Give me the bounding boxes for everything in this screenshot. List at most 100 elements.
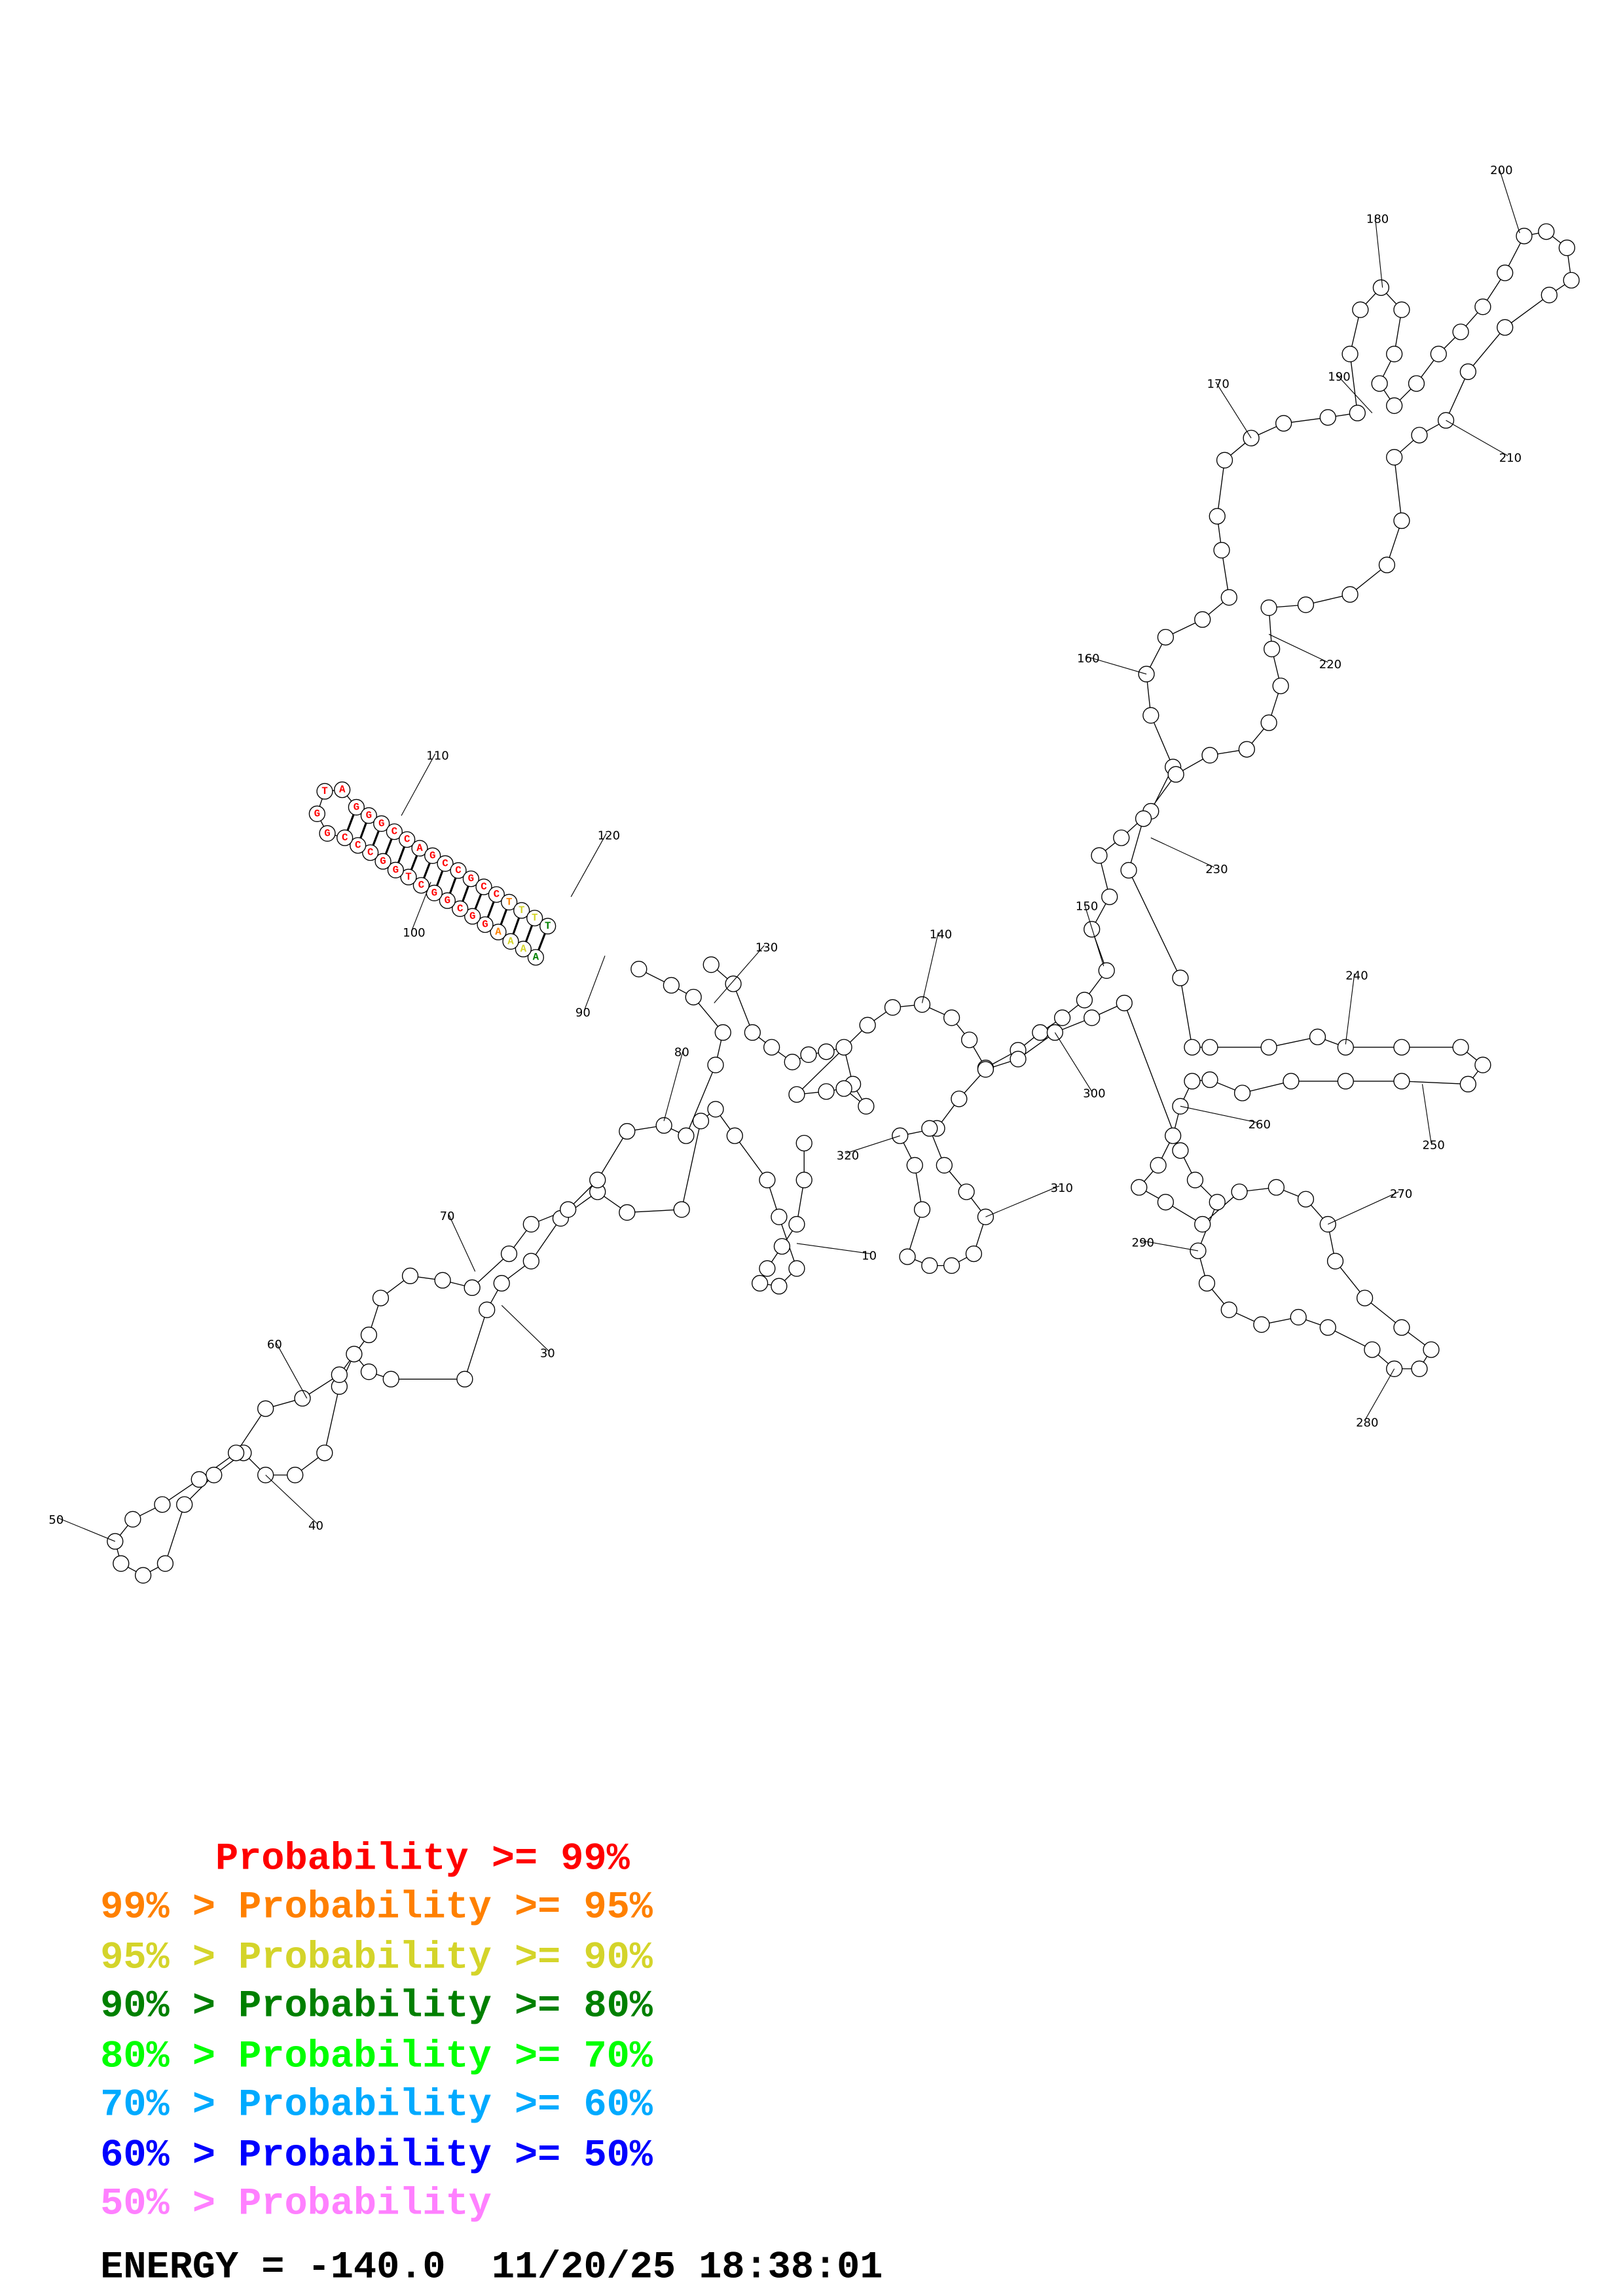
nucleotide xyxy=(490,924,507,941)
nucleotide xyxy=(1231,1183,1248,1200)
nucleotide xyxy=(1352,301,1369,318)
nucleotide xyxy=(726,1127,743,1144)
nucleotide xyxy=(1142,707,1159,724)
legend-line-below-50: 50% > Probability xyxy=(100,2182,492,2226)
nucleotide-base: G xyxy=(314,808,320,819)
position-label: 280 xyxy=(1356,1416,1378,1429)
nucleotide-base: A xyxy=(507,935,514,947)
position-label: 140 xyxy=(930,927,952,941)
nucleotide xyxy=(630,961,647,978)
nucleotide-base: C xyxy=(392,826,398,838)
nucleotide xyxy=(977,1061,994,1078)
nucleotide xyxy=(1326,1253,1344,1270)
nucleotide xyxy=(619,1204,636,1221)
nucleotide xyxy=(906,1157,923,1174)
position-label: 90 xyxy=(575,1006,591,1020)
nucleotide xyxy=(943,1257,960,1274)
label-leader-line xyxy=(1215,382,1252,439)
nucleotide xyxy=(884,999,902,1016)
nucleotide xyxy=(1309,1028,1326,1045)
nucleotide xyxy=(685,988,702,1006)
nucleotide-base: A xyxy=(495,926,501,938)
nucleotide xyxy=(1010,1050,1027,1067)
nucleotide xyxy=(1337,1073,1354,1090)
nucleotide xyxy=(1297,596,1315,613)
nucleotide xyxy=(450,862,467,879)
nucleotide xyxy=(1157,1194,1174,1211)
nucleotide-base: C xyxy=(367,847,374,859)
nucleotide xyxy=(362,844,379,861)
position-label: 320 xyxy=(837,1149,859,1162)
nucleotide xyxy=(1275,415,1292,432)
nucleotide-base: G xyxy=(380,855,386,867)
nucleotide xyxy=(1297,1191,1315,1208)
nucleotide xyxy=(1386,449,1403,466)
position-label: 300 xyxy=(1083,1087,1105,1101)
nucleotide xyxy=(1201,1071,1218,1088)
label-leader-line xyxy=(714,945,765,1003)
nucleotide xyxy=(1459,363,1476,380)
nucleotide xyxy=(400,869,417,886)
nucleotide xyxy=(1474,1056,1491,1073)
nucleotide-base: T xyxy=(532,912,538,924)
nucleotide xyxy=(1408,375,1425,392)
nucleotide xyxy=(1393,1319,1410,1336)
nucleotide xyxy=(319,825,336,842)
probability-legend: Probability >= 99% 99% > Probability >= … xyxy=(100,1837,883,2289)
nucleotide xyxy=(176,1496,193,1513)
nucleotide xyxy=(316,1444,333,1462)
nucleotide xyxy=(678,1127,695,1144)
nucleotide xyxy=(462,870,479,888)
nucleotide-base: C xyxy=(494,889,500,901)
nucleotide xyxy=(1386,346,1403,363)
nucleotide xyxy=(707,1101,724,1118)
nucleotide xyxy=(493,1275,510,1292)
nucleotide xyxy=(382,1371,399,1388)
nucleotide xyxy=(522,1215,539,1233)
nucleotide xyxy=(1150,1157,1167,1174)
nucleotide xyxy=(589,1172,606,1189)
energy-timestamp: ENERGY = -140.0 11/20/25 18:38:01 xyxy=(100,2246,883,2289)
nucleotide-base: T xyxy=(519,905,524,916)
position-label: 110 xyxy=(426,749,448,763)
nucleotide xyxy=(1184,1073,1201,1090)
position-label: 220 xyxy=(1319,658,1341,672)
nucleotide xyxy=(958,1183,975,1200)
nucleotide xyxy=(401,1267,419,1285)
nucleotide xyxy=(702,956,720,973)
nucleotide xyxy=(1253,1316,1270,1333)
nucleotide-base: C xyxy=(418,880,425,891)
nucleotide xyxy=(921,1120,938,1137)
nucleotide xyxy=(1084,921,1101,938)
position-label: 170 xyxy=(1207,378,1229,391)
nucleotide xyxy=(899,1248,916,1265)
legend-line-99: Probability >= 99% xyxy=(100,1837,630,1880)
label-leader-line xyxy=(1054,1032,1093,1092)
nucleotide xyxy=(1084,1009,1101,1026)
label-leader-line xyxy=(1328,1191,1399,1225)
nucleotide xyxy=(1032,1024,1049,1041)
nucleotide xyxy=(477,916,494,933)
nucleotide xyxy=(424,847,441,864)
nucleotide xyxy=(500,1245,518,1263)
nucleotide xyxy=(961,1031,978,1049)
nucleotide xyxy=(1393,1073,1410,1090)
position-label: 10 xyxy=(862,1249,877,1263)
nucleotide xyxy=(334,781,351,798)
position-label: 240 xyxy=(1345,969,1368,982)
nucleotide xyxy=(1452,1039,1469,1056)
nucleotide xyxy=(784,1053,801,1071)
nucleotide xyxy=(1538,223,1555,240)
label-leader-line xyxy=(1499,168,1520,234)
nucleotide xyxy=(1186,1172,1204,1189)
nucleotide xyxy=(773,1238,791,1255)
nucleotide xyxy=(1341,346,1359,363)
label-leader-line xyxy=(1345,973,1355,1045)
position-label: 210 xyxy=(1499,451,1522,465)
nucleotide xyxy=(372,1289,390,1306)
nucleotide xyxy=(154,1496,171,1513)
backbone-segment xyxy=(710,231,1572,1370)
nucleotide-base: G xyxy=(431,887,437,899)
nucleotide-base: C xyxy=(457,903,464,914)
